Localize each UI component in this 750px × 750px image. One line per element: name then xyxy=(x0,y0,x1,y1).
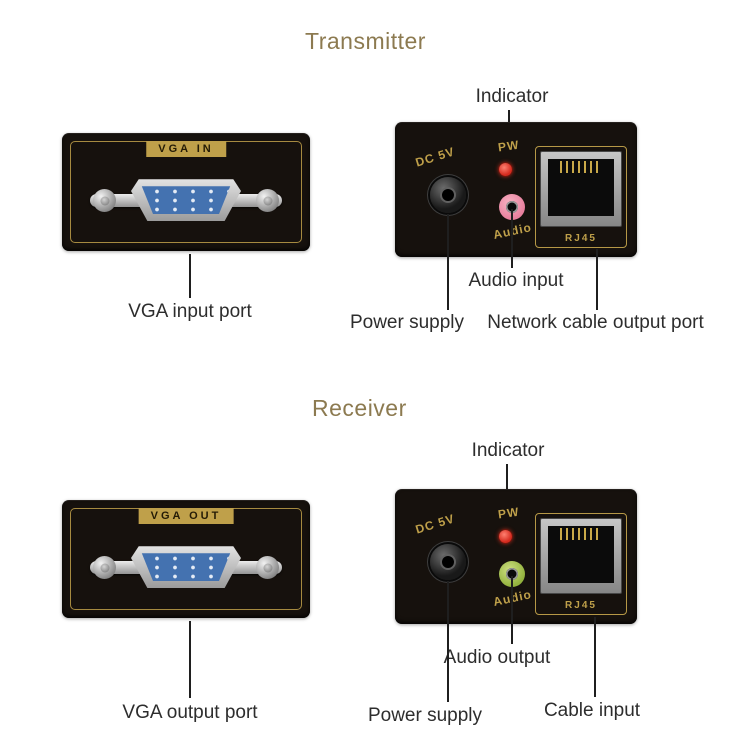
audio-output-caption: Audio output xyxy=(443,647,551,668)
power-led xyxy=(499,163,512,176)
rj45-jack: RJ45 xyxy=(535,513,627,615)
vga-output-caption: VGA output port xyxy=(122,702,258,723)
dc-power-jack xyxy=(430,177,466,213)
network-output-caption: Network cable output port xyxy=(487,312,704,333)
screw-post-left xyxy=(93,189,116,213)
rj45-jack: RJ45 xyxy=(535,146,627,248)
power-led xyxy=(499,530,512,543)
receiver-vga-device: VGA OUT xyxy=(62,500,310,618)
annotation-line-power-rx xyxy=(447,581,449,702)
rj45-shield xyxy=(540,151,622,227)
cable-input-caption: Cable input xyxy=(543,700,641,721)
vga-connector xyxy=(90,543,282,591)
rj45-label: RJ45 xyxy=(565,233,597,244)
audio-input-caption: Audio input xyxy=(468,270,564,291)
transmitter-vga-device: VGA IN xyxy=(62,133,310,251)
vga-dsub-shell xyxy=(131,179,241,222)
screw-post-right xyxy=(256,189,279,213)
receiver-extender-device: DC 5V PW Audio RJ45 xyxy=(395,489,637,624)
rj45-label: RJ45 xyxy=(565,600,597,611)
annotation-line-audio-output xyxy=(511,576,513,644)
screw-post-left xyxy=(93,556,116,580)
screw-post-right xyxy=(256,556,279,580)
power-supply-caption-rx: Power supply xyxy=(367,705,483,726)
annotation-line-vga-output xyxy=(189,621,191,698)
vga-connector xyxy=(90,176,282,224)
dc-5v-label: DC 5V xyxy=(413,511,457,537)
rj45-pins xyxy=(560,528,602,540)
pw-label: PW xyxy=(497,504,521,522)
power-supply-caption-tx: Power supply xyxy=(349,312,465,333)
transmitter-extender-device: DC 5V PW Audio RJ45 xyxy=(395,122,637,257)
receiver-title: Receiver xyxy=(312,395,407,421)
audio-label: Audio xyxy=(491,220,534,242)
annotation-line-cable-input xyxy=(594,617,596,697)
audio-label: Audio xyxy=(491,587,534,609)
dc-5v-label: DC 5V xyxy=(413,144,457,170)
annotation-line-power-tx xyxy=(447,214,449,310)
vga-out-label: VGA OUT xyxy=(138,508,234,524)
transmitter-title: Transmitter xyxy=(305,28,426,54)
annotation-line-network-output xyxy=(596,249,598,310)
rj45-pins xyxy=(560,161,602,173)
vga-in-label: VGA IN xyxy=(146,141,226,157)
vga-input-caption: VGA input port xyxy=(128,301,252,322)
vga-pin-block xyxy=(141,553,231,582)
indicator-caption-tx: Indicator xyxy=(475,86,549,107)
annotation-line-vga-input xyxy=(189,254,191,298)
annotation-line-audio-input xyxy=(511,209,513,268)
rj45-shield xyxy=(540,518,622,594)
vga-dsub-shell xyxy=(131,546,241,589)
vga-pin-block xyxy=(141,186,231,215)
dc-power-jack xyxy=(430,544,466,580)
pw-label: PW xyxy=(497,137,521,155)
rj45-cavity xyxy=(548,526,614,583)
indicator-caption-rx: Indicator xyxy=(471,440,545,461)
rj45-cavity xyxy=(548,159,614,216)
